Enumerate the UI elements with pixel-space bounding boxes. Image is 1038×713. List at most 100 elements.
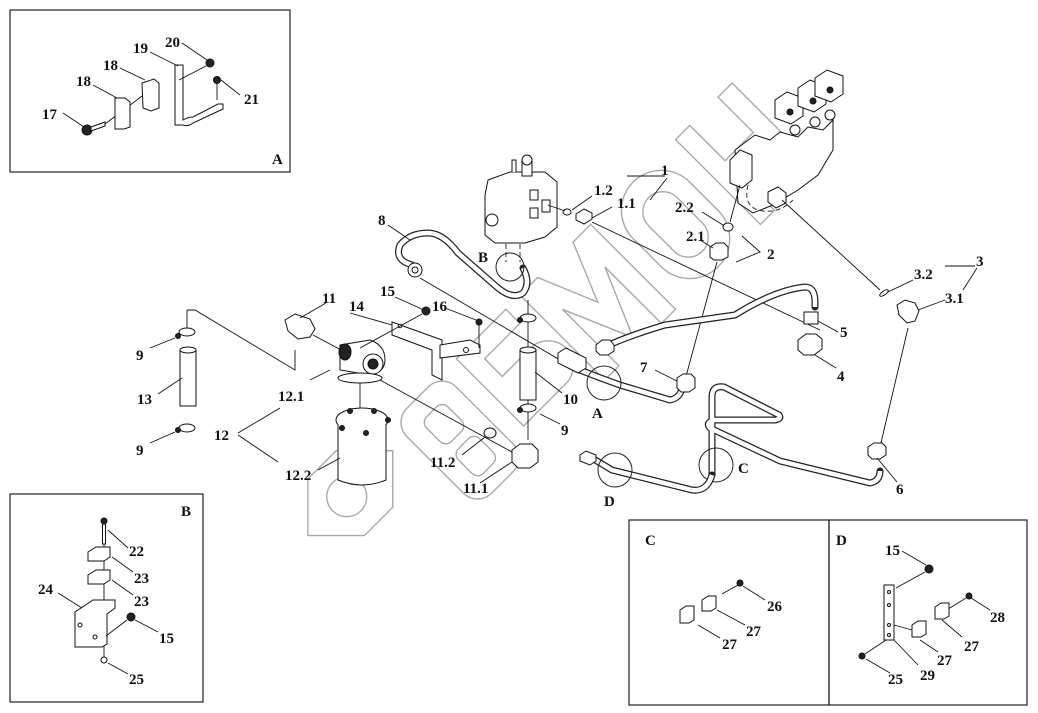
label-25-d: 25 bbox=[888, 672, 903, 688]
oring-3-2 bbox=[879, 289, 889, 297]
bolt-17-shank bbox=[90, 121, 106, 132]
label-11-2: 11.2 bbox=[430, 455, 455, 471]
bracket-14 bbox=[391, 321, 443, 381]
clamp-23a bbox=[87, 546, 111, 562]
label-1-2: 1.2 bbox=[594, 183, 613, 199]
label-3: 3 bbox=[976, 254, 984, 270]
label-5: 5 bbox=[840, 325, 848, 341]
label-9-b: 9 bbox=[136, 443, 144, 459]
detail-ref-b-circle bbox=[495, 252, 525, 282]
label-23b: 23 bbox=[134, 594, 149, 610]
label-12-2: 12.2 bbox=[285, 468, 311, 484]
fitting-2-1 bbox=[709, 242, 729, 261]
inset-a: A 17 18 18 19 20 21 bbox=[9, 9, 291, 173]
inset-b-frame bbox=[9, 493, 204, 703]
bolt-15b-icon bbox=[126, 612, 136, 622]
pipe-6 bbox=[704, 383, 884, 487]
label-12: 12 bbox=[214, 428, 229, 444]
label-27d-b: 27 bbox=[937, 653, 953, 669]
detail-ref-d: D bbox=[604, 494, 615, 510]
label-1-1: 1.1 bbox=[617, 196, 636, 212]
clamp-23b bbox=[87, 569, 111, 585]
label-22: 22 bbox=[129, 544, 144, 560]
label-17: 17 bbox=[42, 107, 58, 123]
detail-ref-c: C bbox=[738, 461, 749, 477]
inset-d-title: D bbox=[836, 533, 847, 549]
label-7: 7 bbox=[640, 360, 648, 376]
clamp-18-front bbox=[114, 97, 131, 130]
filter-12 bbox=[335, 339, 391, 486]
oring-2-2 bbox=[722, 222, 734, 232]
nut-5 bbox=[803, 311, 819, 325]
inset-b: B 22 23 23 24 15 25 bbox=[9, 493, 204, 703]
clamp-27c-b bbox=[679, 605, 695, 624]
bracket-24 bbox=[74, 599, 116, 648]
fitting-7 bbox=[676, 373, 696, 393]
label-26: 26 bbox=[767, 599, 783, 615]
label-9-c: 9 bbox=[561, 423, 569, 439]
pipe-d bbox=[588, 454, 716, 494]
inset-a-frame bbox=[9, 9, 291, 173]
bolt-15d-icon bbox=[924, 564, 934, 574]
label-16: 16 bbox=[432, 299, 448, 315]
label-12-1: 12.1 bbox=[278, 389, 304, 405]
label-1: 1 bbox=[661, 163, 669, 179]
label-19: 19 bbox=[133, 41, 148, 57]
label-11: 11 bbox=[322, 291, 336, 307]
label-27d-a: 27 bbox=[964, 639, 980, 655]
inset-c-frame bbox=[628, 519, 830, 706]
detail-ref-a-circle bbox=[586, 365, 622, 401]
inset-c: C 26 27 27 bbox=[628, 519, 830, 706]
label-15: 15 bbox=[380, 284, 395, 300]
clamp-27d-a bbox=[934, 602, 950, 620]
label-27c-a: 27 bbox=[746, 624, 762, 640]
label-15-b: 15 bbox=[159, 631, 174, 647]
label-18b: 18 bbox=[103, 58, 118, 74]
label-28: 28 bbox=[990, 610, 1005, 626]
label-21: 21 bbox=[244, 92, 259, 108]
label-29: 29 bbox=[920, 668, 935, 684]
label-3-1: 3.1 bbox=[945, 291, 964, 307]
inset-d: D 15 28 27 27 25 29 bbox=[828, 519, 1028, 706]
label-11-1: 11.1 bbox=[463, 481, 488, 497]
fitting-1-1 bbox=[575, 208, 593, 225]
inset-c-title: C bbox=[645, 533, 656, 549]
label-18a: 18 bbox=[76, 74, 91, 90]
clamp-9-left-top bbox=[178, 327, 196, 337]
label-10: 10 bbox=[563, 392, 578, 408]
elbow-11-1 bbox=[511, 443, 539, 469]
elbow-11 bbox=[284, 313, 316, 340]
clamp-18-back bbox=[141, 78, 160, 112]
nut-20-icon bbox=[205, 58, 215, 68]
filter-12-2-cup bbox=[337, 424, 387, 486]
elbow-3-1 bbox=[896, 299, 920, 324]
label-6: 6 bbox=[896, 482, 904, 498]
fitting-6 bbox=[867, 442, 887, 460]
label-2-1: 2.1 bbox=[686, 229, 705, 245]
control-valve-b bbox=[484, 154, 558, 262]
hose-10 bbox=[519, 349, 537, 401]
plate-29 bbox=[883, 584, 895, 641]
screw-21-icon bbox=[213, 76, 221, 84]
label-13: 13 bbox=[137, 392, 152, 408]
inset-d-frame bbox=[828, 519, 1028, 706]
inset-a-title: A bbox=[272, 152, 283, 168]
hose-13 bbox=[179, 349, 197, 407]
clamp-9-left-bottom bbox=[178, 423, 196, 433]
solenoid-valve-bank bbox=[729, 69, 844, 214]
nut-25d-icon bbox=[858, 652, 866, 660]
label-24: 24 bbox=[38, 582, 54, 598]
label-4: 4 bbox=[837, 369, 845, 385]
label-15-d: 15 bbox=[885, 543, 900, 559]
label-3-2: 3.2 bbox=[914, 267, 933, 283]
label-23a: 23 bbox=[134, 571, 149, 587]
label-14: 14 bbox=[349, 299, 365, 315]
elbow-4 bbox=[797, 333, 823, 356]
bolt-15-icon bbox=[421, 306, 431, 316]
label-20: 20 bbox=[165, 35, 180, 51]
label-27c-b: 27 bbox=[722, 637, 738, 653]
main-assembly: 1 1.1 1.2 2 2.1 2.2 3 3.1 3.2 4 5 6 7 8 … bbox=[136, 69, 984, 510]
bolt-16-icon bbox=[475, 318, 483, 326]
clamp-27d-b bbox=[911, 620, 927, 638]
